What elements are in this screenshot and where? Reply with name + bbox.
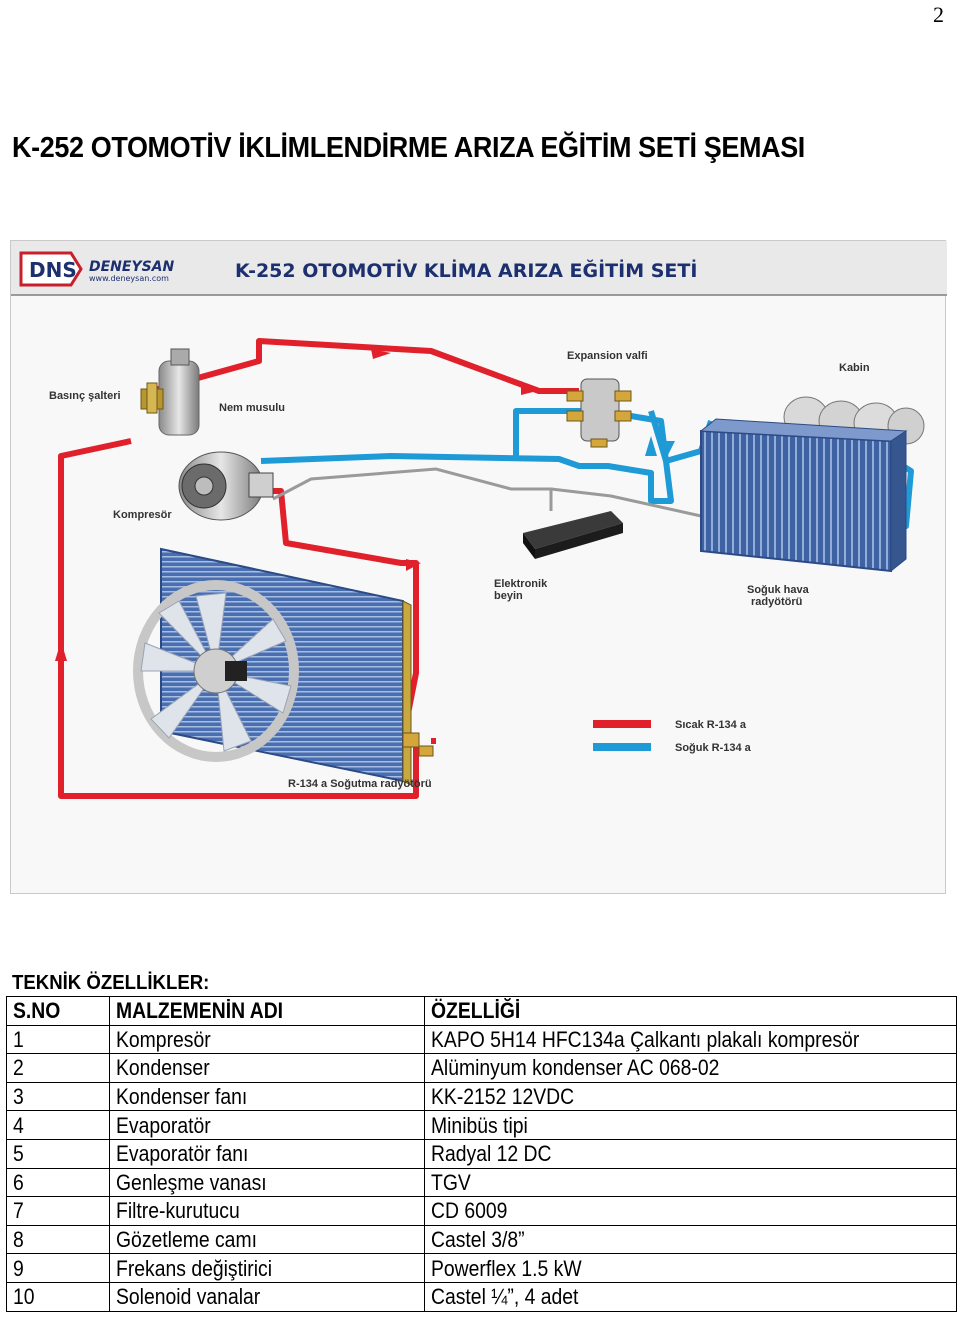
table-cell: 6	[6, 1167, 110, 1198]
table-cell: Genleşme vanası	[109, 1167, 425, 1198]
column-header: ÖZELLİĞİ	[424, 996, 957, 1026]
flow-arrow-icon	[55, 641, 67, 661]
specs-heading: TEKNİK ÖZELLİKLER:	[12, 972, 210, 994]
expansion-valve-unit	[566, 378, 632, 448]
legend: Sıcak R-134 a Soğuk R-134 a	[593, 719, 752, 754]
page-title: K-252 OTOMOTİV İKLİMLENDİRME ARIZA EĞİTİ…	[12, 132, 805, 164]
table-cell: Solenoid vanalar	[109, 1281, 425, 1312]
brand-website: www.deneysan.com	[89, 274, 169, 283]
table-cell: Kompresör	[109, 1024, 425, 1055]
label-evaporator-line1: Soğuk hava	[747, 584, 810, 596]
condenser-fan	[133, 580, 299, 762]
table-header-row: S.NO MALZEMENİN ADI ÖZELLİĞİ	[6, 996, 957, 1026]
table-cell: 1	[6, 1024, 110, 1055]
column-header: MALZEMENİN ADI	[109, 996, 425, 1026]
diagram-header: DNS DENEYSAN www.deneysan.com K-252 OTOM…	[11, 241, 947, 296]
label-condenser: R-134 a Soğutma radyötörü	[288, 778, 432, 790]
table-cell: Powerflex 1.5 kW	[424, 1253, 957, 1283]
table-cell: Evaporatör	[109, 1110, 425, 1140]
refrigeration-schematic: DNS DENEYSAN www.deneysan.com K-252 OTOM…	[10, 240, 947, 894]
table-cell: Filtre-kurutucu	[109, 1196, 425, 1226]
table-cell: Minibüs tipi	[424, 1110, 957, 1140]
label-cabin: Kabin	[839, 362, 870, 374]
flow-arrow-icon	[645, 436, 657, 456]
table-cell: Evaporatör fanı	[109, 1138, 425, 1169]
table-cell: 8	[6, 1224, 110, 1255]
table-cell: 3	[6, 1081, 110, 1112]
electronic-control-unit	[523, 511, 623, 559]
table-cell: Frekans değiştirici	[109, 1253, 425, 1283]
table-cell: Gözetleme camı	[109, 1224, 425, 1255]
label-ecu-line2: beyin	[494, 590, 523, 602]
table-cell: Kondenser	[109, 1053, 425, 1083]
legend-hot-swatch	[593, 720, 651, 728]
legend-hot-label: Sıcak R-134 a	[675, 719, 747, 731]
table-cell: 7	[6, 1196, 110, 1226]
table-cell: Radyal 12 DC	[424, 1138, 957, 1169]
table-cell: 9	[6, 1253, 110, 1283]
label-expansion-valve: Expansion valfi	[567, 350, 648, 362]
table-cell: Castel 3/8”	[424, 1224, 957, 1255]
table-cell: 10	[6, 1281, 110, 1312]
table-cell: Kondenser fanı	[109, 1081, 425, 1112]
table-cell: KK-2152 12VDC	[424, 1081, 957, 1112]
label-evaporator-line2: radyötörü	[751, 596, 802, 608]
table-cell: 2	[6, 1053, 110, 1083]
label-pressure-switch: Basınç şalteri	[49, 390, 121, 402]
label-receiver-drier: Nem musulu	[219, 402, 285, 414]
brand-name: DENEYSAN	[89, 259, 175, 275]
label-compressor: Kompresör	[113, 509, 172, 521]
signal-lines	[272, 467, 702, 518]
deneysan-logo: DNS DENEYSAN www.deneysan.com	[19, 251, 175, 287]
column-header: S.NO	[6, 996, 110, 1026]
diagram-header-title: K-252 OTOMOTİV KLİMA ARIZA EĞİTİM SETİ	[235, 258, 697, 282]
table-cell: KAPO 5H14 HFC134a Çalkantı plakalı kompr…	[424, 1024, 957, 1055]
table-cell: TGV	[424, 1167, 957, 1198]
page-number: 2	[933, 2, 944, 27]
legend-cold-label: Soğuk R-134 a	[675, 742, 752, 754]
flow-arrow-icon	[521, 381, 537, 395]
table-cell: 5	[6, 1138, 110, 1169]
evaporator-unit	[699, 418, 908, 573]
legend-cold-swatch	[593, 743, 651, 751]
receiver-drier-unit	[140, 348, 200, 436]
flow-arrow-icon	[371, 349, 391, 359]
logo-text: DNS	[29, 258, 77, 282]
flow-arrow-icon	[406, 559, 421, 571]
table-cell: CD 6009	[424, 1196, 957, 1226]
table-cell: Castel ¼”, 4 adet	[424, 1281, 957, 1312]
label-ecu-line1: Elektronik	[494, 578, 548, 590]
table-cell: Alüminyum kondenser AC 068-02	[424, 1053, 957, 1083]
compressor-unit	[178, 451, 274, 521]
table-cell: 4	[6, 1110, 110, 1140]
flow-arrow-icon	[661, 441, 675, 457]
schematic-drawing: DNS DENEYSAN www.deneysan.com K-252 OTOM…	[11, 241, 947, 799]
